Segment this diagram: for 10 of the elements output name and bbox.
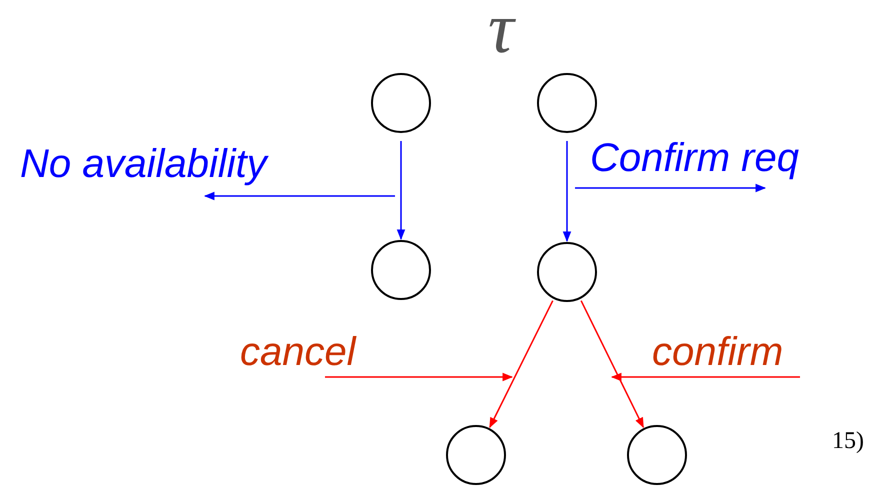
event-label: Confirm req — [590, 136, 799, 180]
event-label: cancel — [240, 330, 356, 374]
title: τ — [488, 0, 514, 64]
arrow — [562, 141, 572, 242]
arrow — [580, 300, 644, 428]
page-number: 15) — [832, 428, 864, 454]
arrow — [396, 141, 406, 240]
arrow — [489, 300, 554, 428]
event-label: No availability — [20, 142, 267, 186]
event-label: confirm — [652, 330, 784, 374]
